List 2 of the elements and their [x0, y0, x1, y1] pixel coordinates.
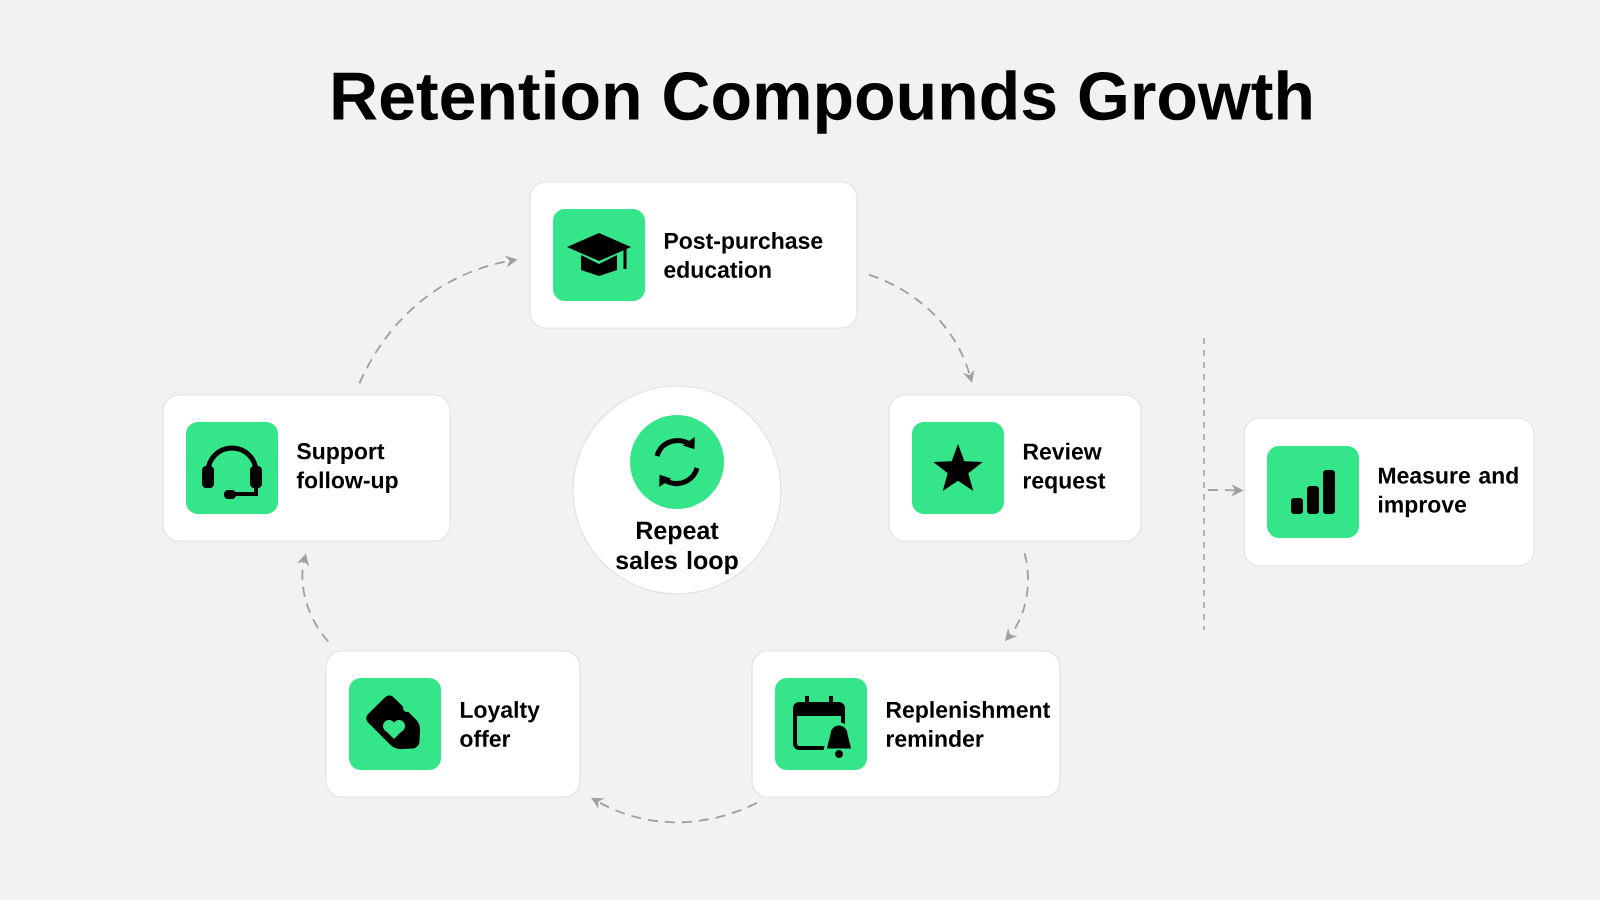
arrow [591, 797, 758, 824]
title: Retention Compounds Growth [333, 70, 1311, 134]
